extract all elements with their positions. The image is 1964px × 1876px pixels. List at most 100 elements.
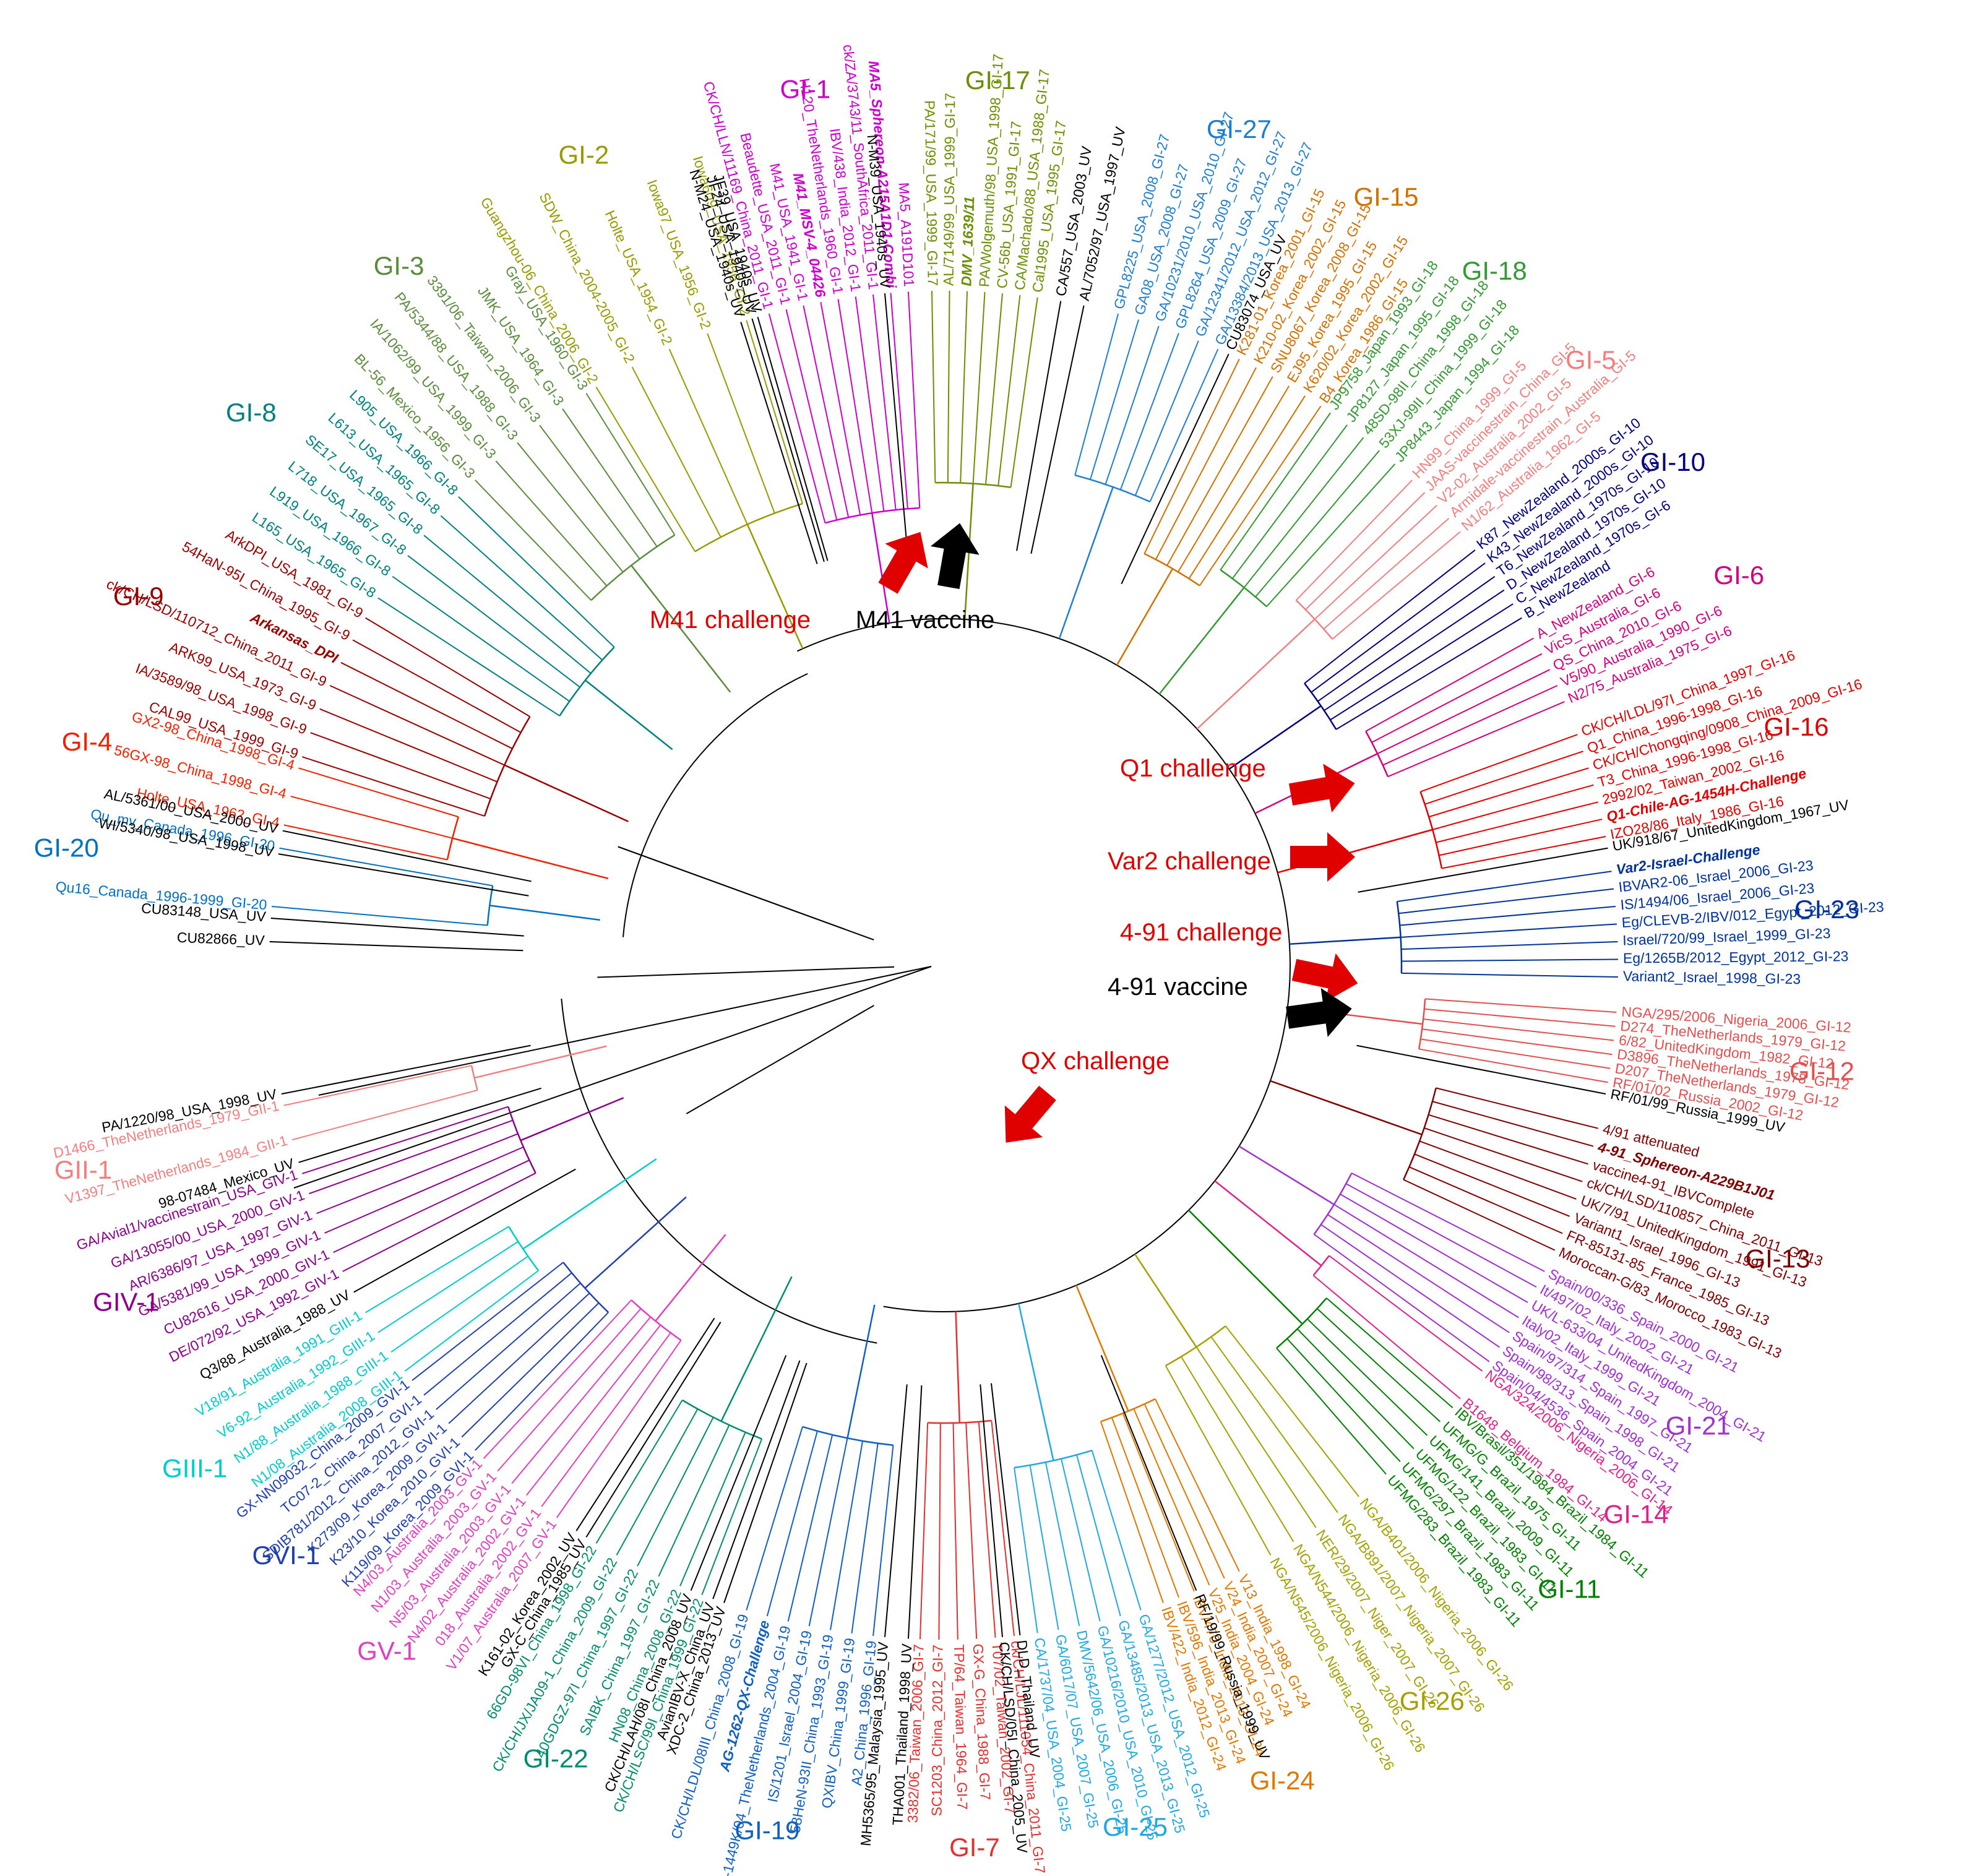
tree-backbone <box>293 618 1291 1344</box>
clade-gi-1: CK/CH/LLN/11169_China_2011_GI-1Beaudette… <box>700 44 921 624</box>
branch <box>1432 784 1594 830</box>
leaf-label: CU82866_UV <box>176 929 265 949</box>
clade-gi-17: PA/171/99_USA_1999_GI-17AL/7149/99_USA_1… <box>922 53 1069 620</box>
branch <box>1422 1028 1613 1056</box>
branch <box>766 1431 818 1617</box>
branch <box>1133 1408 1210 1586</box>
branch <box>1356 1044 1606 1095</box>
branch <box>283 1065 472 1106</box>
clade-label: GI-25 <box>1103 1812 1168 1841</box>
branch <box>1432 1101 1594 1147</box>
branch <box>919 1422 929 1640</box>
clade-groups: CK/CH/LLN/11169_China_2011_GI-1Beaudette… <box>52 44 1884 1876</box>
clade-label: GI-27 <box>1207 114 1272 144</box>
branch <box>1296 1328 1415 1450</box>
branch <box>1387 701 1565 778</box>
branch <box>1016 301 1062 551</box>
branch <box>279 847 493 887</box>
branch <box>723 1362 808 1603</box>
branch <box>1400 906 1616 926</box>
branch <box>556 1340 682 1518</box>
branch <box>1439 819 1603 856</box>
arrow-icon <box>930 523 980 590</box>
branch <box>1335 617 1522 730</box>
branch <box>1436 1087 1598 1129</box>
branch <box>965 1422 978 1639</box>
annotation-q1-challenge: Q1 challenge <box>1120 755 1355 813</box>
branch <box>1324 589 1505 712</box>
annotation-var2-challenge: Var2 challenge <box>1108 832 1355 882</box>
branch <box>342 1172 536 1272</box>
annotation-label: QX challenge <box>1021 1048 1169 1075</box>
branch <box>991 1420 1015 1637</box>
clade-label: GIV-1 <box>93 1287 159 1316</box>
branch <box>1311 562 1486 693</box>
annotation-qx-challenge: QX challenge <box>1004 1048 1169 1143</box>
branch <box>483 1299 632 1459</box>
branch <box>278 853 529 897</box>
annotation-4-91-vaccine: 4-91 vaccine <box>1108 973 1352 1038</box>
branch <box>302 1106 509 1174</box>
branch <box>1397 871 1612 903</box>
branch <box>768 313 826 523</box>
branch <box>1266 463 1396 608</box>
branch <box>1314 1234 1490 1362</box>
branch <box>1166 376 1273 566</box>
branch <box>1358 847 1608 893</box>
branch <box>1111 1417 1179 1598</box>
branch <box>740 322 818 564</box>
branch <box>290 796 453 839</box>
branch <box>637 1417 714 1567</box>
branch <box>1090 319 1140 480</box>
branch <box>851 1443 879 1633</box>
clade-gi-7: ck/CH/LJL/111054_China_2011_GI-7T07/02_T… <box>905 1311 1048 1875</box>
branch <box>458 496 615 648</box>
branch <box>319 708 497 783</box>
clade-label: GIII-1 <box>162 1454 227 1483</box>
clade-label: GI-4 <box>62 727 113 756</box>
branch <box>837 299 873 514</box>
branch <box>952 1422 958 1640</box>
branch <box>1010 297 1038 488</box>
clade-gi-12: NGA/295/2006_Nigeria_2006_GI-12D274_TheN… <box>1287 998 1852 1124</box>
leaf-label: PA/171/99_USA_1999_GI-17 <box>922 100 941 286</box>
branch <box>1424 751 1583 805</box>
branch <box>1210 1336 1338 1513</box>
branch <box>595 387 696 552</box>
branch <box>1030 305 1085 554</box>
clade-gi-27: GPL8225_USA_2008_GI-27GA08_USA_2008_GI-2… <box>1058 110 1316 639</box>
branch <box>1243 437 1364 588</box>
annotation-4-91-challenge: 4-91 challenge <box>1120 919 1358 1002</box>
branch <box>980 1384 1003 1637</box>
clade-label: GV-1 <box>357 1636 416 1665</box>
branch <box>495 460 608 587</box>
leaf-label: TP/64_Taiwan_1964_GI-7 <box>951 1644 971 1810</box>
branch <box>1199 405 1322 587</box>
branch <box>1333 1203 1519 1319</box>
branch <box>1403 1179 1556 1251</box>
branch <box>808 1438 848 1627</box>
clade-label: GI-20 <box>34 833 99 862</box>
branch <box>931 291 936 483</box>
clade-label: GI-26 <box>1400 1687 1465 1716</box>
branch <box>1345 1183 1537 1288</box>
branch <box>1255 450 1380 598</box>
branch <box>1326 1297 1454 1408</box>
branch <box>377 1241 519 1333</box>
branch <box>475 480 592 601</box>
branch <box>1305 492 1426 610</box>
clade-label: GI-18 <box>1462 256 1527 285</box>
branch <box>1307 1318 1428 1436</box>
clade-labels: GI-1GI-2GI-3GI-8GI-9GI-4GI-20GI-17GI-27G… <box>34 66 1859 1862</box>
branch <box>585 393 676 536</box>
branch <box>1428 1114 1588 1165</box>
annotation-label: M41 vaccine <box>856 606 995 634</box>
branch <box>1425 998 1617 1013</box>
branch <box>407 555 580 688</box>
annotation-label: Q1 challenge <box>1120 755 1266 782</box>
clade-label: GI-19 <box>734 1815 799 1844</box>
branch <box>1408 1166 1563 1234</box>
branch <box>872 294 897 510</box>
leaf-label: SC1203_China_2012_GI-7 <box>928 1645 945 1817</box>
